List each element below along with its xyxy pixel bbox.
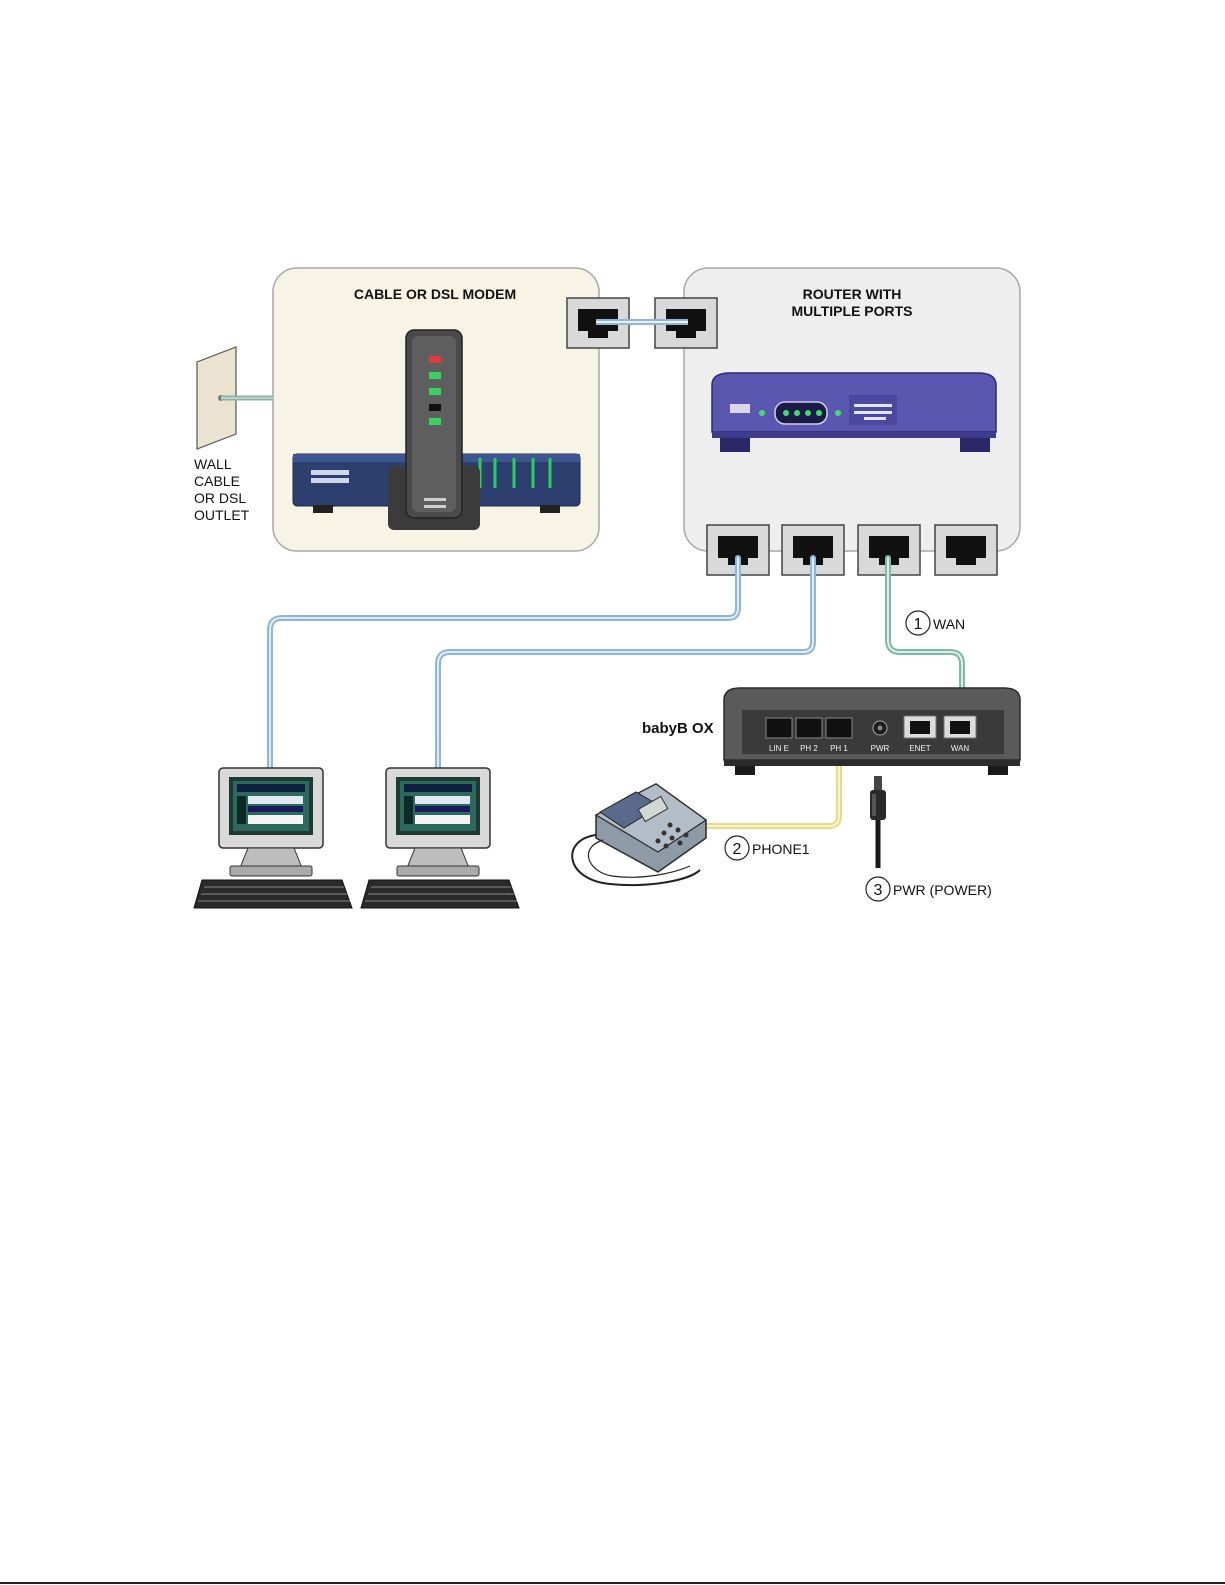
step-2-label: PHONE1 [752, 841, 810, 857]
wall-label-line2: CABLE [194, 473, 240, 489]
telephone [572, 784, 706, 885]
step-1-number: 1 [914, 616, 923, 633]
step-1-marker: 1 WAN [906, 611, 965, 635]
power-plug [870, 776, 886, 868]
babybox-device [724, 688, 1020, 775]
step-3-number: 3 [874, 882, 883, 899]
router-lan-port-4 [935, 525, 997, 575]
computer-2 [361, 768, 519, 908]
wall-label-line3: OR DSL [194, 490, 246, 506]
step-3-label: PWR (POWER) [893, 882, 992, 898]
step-2-marker: 2 PHONE1 [725, 836, 810, 860]
router-title-line1: ROUTER WITH [803, 286, 902, 302]
lan-cable-computer-1 [270, 558, 738, 770]
babybox-port-label-wan: WAN [951, 744, 970, 753]
step-1-label: WAN [933, 616, 965, 632]
babybox-port-label-ph1: PH 1 [830, 744, 848, 753]
step-2-number: 2 [733, 841, 742, 858]
wall-label-line1: WALL [194, 456, 232, 472]
computer-1 [194, 768, 352, 908]
modem-title: CABLE OR DSL MODEM [354, 286, 516, 302]
babybox-port-label-line: LIN E [769, 744, 789, 753]
babybox-port-label-pwr: PWR [871, 744, 890, 753]
babybox-port-label-ph2: PH 2 [800, 744, 818, 753]
wall-outlet [197, 347, 273, 449]
step-3-marker: 3 PWR (POWER) [866, 877, 992, 901]
babybox-label: babyB OX [642, 720, 714, 737]
babybox-port-label-enet: ENET [909, 744, 930, 753]
router-title-line2: MULTIPLE PORTS [791, 303, 912, 319]
wall-label-line4: OUTLET [194, 507, 250, 523]
